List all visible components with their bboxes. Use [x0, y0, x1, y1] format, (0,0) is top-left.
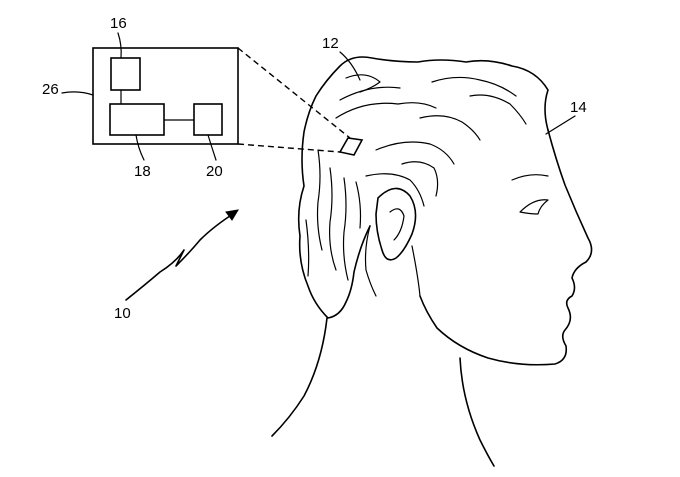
leader-12	[339, 51, 361, 81]
label-16: 16	[110, 15, 127, 32]
arrowhead	[225, 209, 239, 221]
label-14: 14	[570, 99, 587, 116]
leader-26	[61, 91, 94, 96]
eye	[519, 199, 549, 215]
projection-line-bottom	[237, 143, 341, 153]
ear-inner	[389, 208, 405, 241]
hair-strand	[345, 74, 381, 93]
system-arrow	[125, 211, 237, 301]
hair-strand	[365, 173, 425, 207]
head-illustration	[271, 56, 593, 467]
leader-18	[135, 134, 145, 161]
hair-strand	[431, 76, 517, 97]
label-12: 12	[322, 35, 339, 52]
label-10: 10	[114, 305, 131, 322]
neck-front	[459, 357, 495, 467]
hair-strand	[335, 102, 437, 119]
hair-strand	[316, 149, 323, 251]
leader-16	[117, 32, 122, 59]
hair-strand	[469, 94, 527, 125]
projection-line-top	[237, 47, 351, 139]
label-20: 20	[206, 163, 223, 180]
hair-strand	[342, 177, 349, 281]
hair-strand	[419, 115, 481, 141]
hair-strand	[339, 86, 401, 101]
block-16	[110, 57, 141, 91]
block-20	[193, 103, 223, 136]
hair-strand	[329, 167, 337, 271]
implant-device	[338, 137, 364, 156]
hair-strand	[375, 141, 455, 165]
label-18: 18	[134, 163, 151, 180]
label-26: 26	[42, 81, 59, 98]
hair-strand	[355, 181, 362, 229]
hair-strand	[305, 219, 310, 277]
hair-strand	[401, 161, 439, 197]
block-18	[109, 103, 165, 136]
module-inset	[61, 32, 239, 161]
hair-back-lower	[364, 225, 377, 297]
hair-outline	[297, 56, 549, 319]
neck-back	[271, 317, 328, 437]
face-profile	[419, 129, 593, 366]
leader-20	[207, 134, 217, 161]
leader-14	[545, 115, 576, 135]
ear	[375, 187, 417, 261]
brow	[511, 174, 549, 181]
jaw-line	[411, 245, 421, 297]
